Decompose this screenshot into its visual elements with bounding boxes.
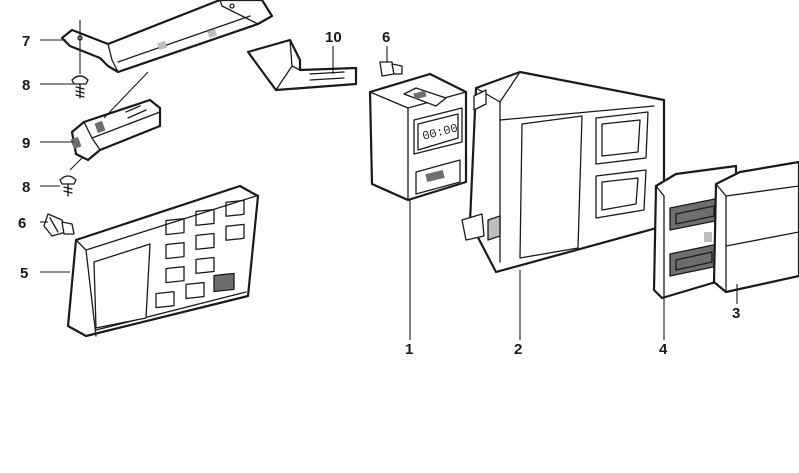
callout-6-left: 6 xyxy=(18,215,26,232)
part-10-metal-bracket xyxy=(246,38,358,92)
callout-6-top: 6 xyxy=(382,29,390,46)
part-6-bulb-socket-left xyxy=(43,213,75,237)
part-3-cover-panel xyxy=(712,160,799,294)
part-9-clip-bracket xyxy=(70,71,162,162)
part-6-bulb-socket-top xyxy=(379,46,403,77)
leader-lines xyxy=(40,39,738,340)
callout-7: 7 xyxy=(22,33,30,50)
callout-9: 9 xyxy=(22,135,30,152)
callout-2: 2 xyxy=(514,341,522,358)
part-7-upper-bracket xyxy=(60,0,274,74)
callout-10: 10 xyxy=(325,29,342,46)
part-1-control-unit: 00:00 xyxy=(368,72,468,202)
part-5-control-panel xyxy=(66,184,260,338)
callout-5: 5 xyxy=(20,265,28,282)
part-8-screw-top xyxy=(71,20,89,99)
callout-8-top: 8 xyxy=(22,77,30,94)
callout-8-bottom: 8 xyxy=(22,179,30,196)
callout-3: 3 xyxy=(732,305,740,322)
part-2-trim-frame xyxy=(461,70,666,274)
callout-4: 4 xyxy=(659,341,668,358)
callout-labels: 7 8 9 8 6 5 10 6 1 2 4 3 xyxy=(18,29,740,358)
part-8-screw-bottom xyxy=(59,157,83,197)
callout-1: 1 xyxy=(405,341,413,358)
